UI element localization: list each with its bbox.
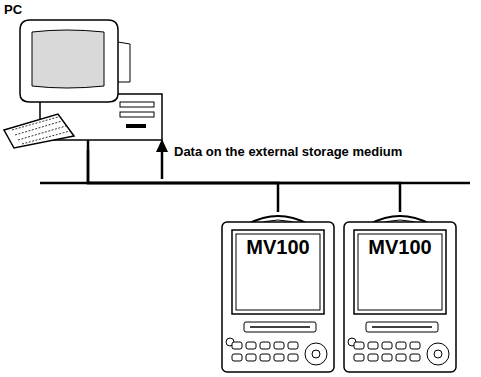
network-connector	[88, 150, 278, 212]
pc-illustration	[0, 2, 170, 150]
recorder-node: MV100	[342, 210, 458, 374]
screen-text: MV100	[236, 236, 320, 259]
screen-text: MV100	[358, 236, 442, 259]
device-label: PC	[4, 2, 22, 17]
data-arrow-head	[156, 139, 168, 152]
data-arrow	[161, 150, 164, 179]
flow-label: Data on the external storage medium	[172, 144, 404, 159]
recorder-illustration	[342, 210, 458, 374]
recorder-node: MV100	[220, 210, 336, 374]
pc-node: PC	[0, 2, 170, 150]
recorder-illustration	[220, 210, 336, 374]
network-connector	[88, 150, 400, 212]
